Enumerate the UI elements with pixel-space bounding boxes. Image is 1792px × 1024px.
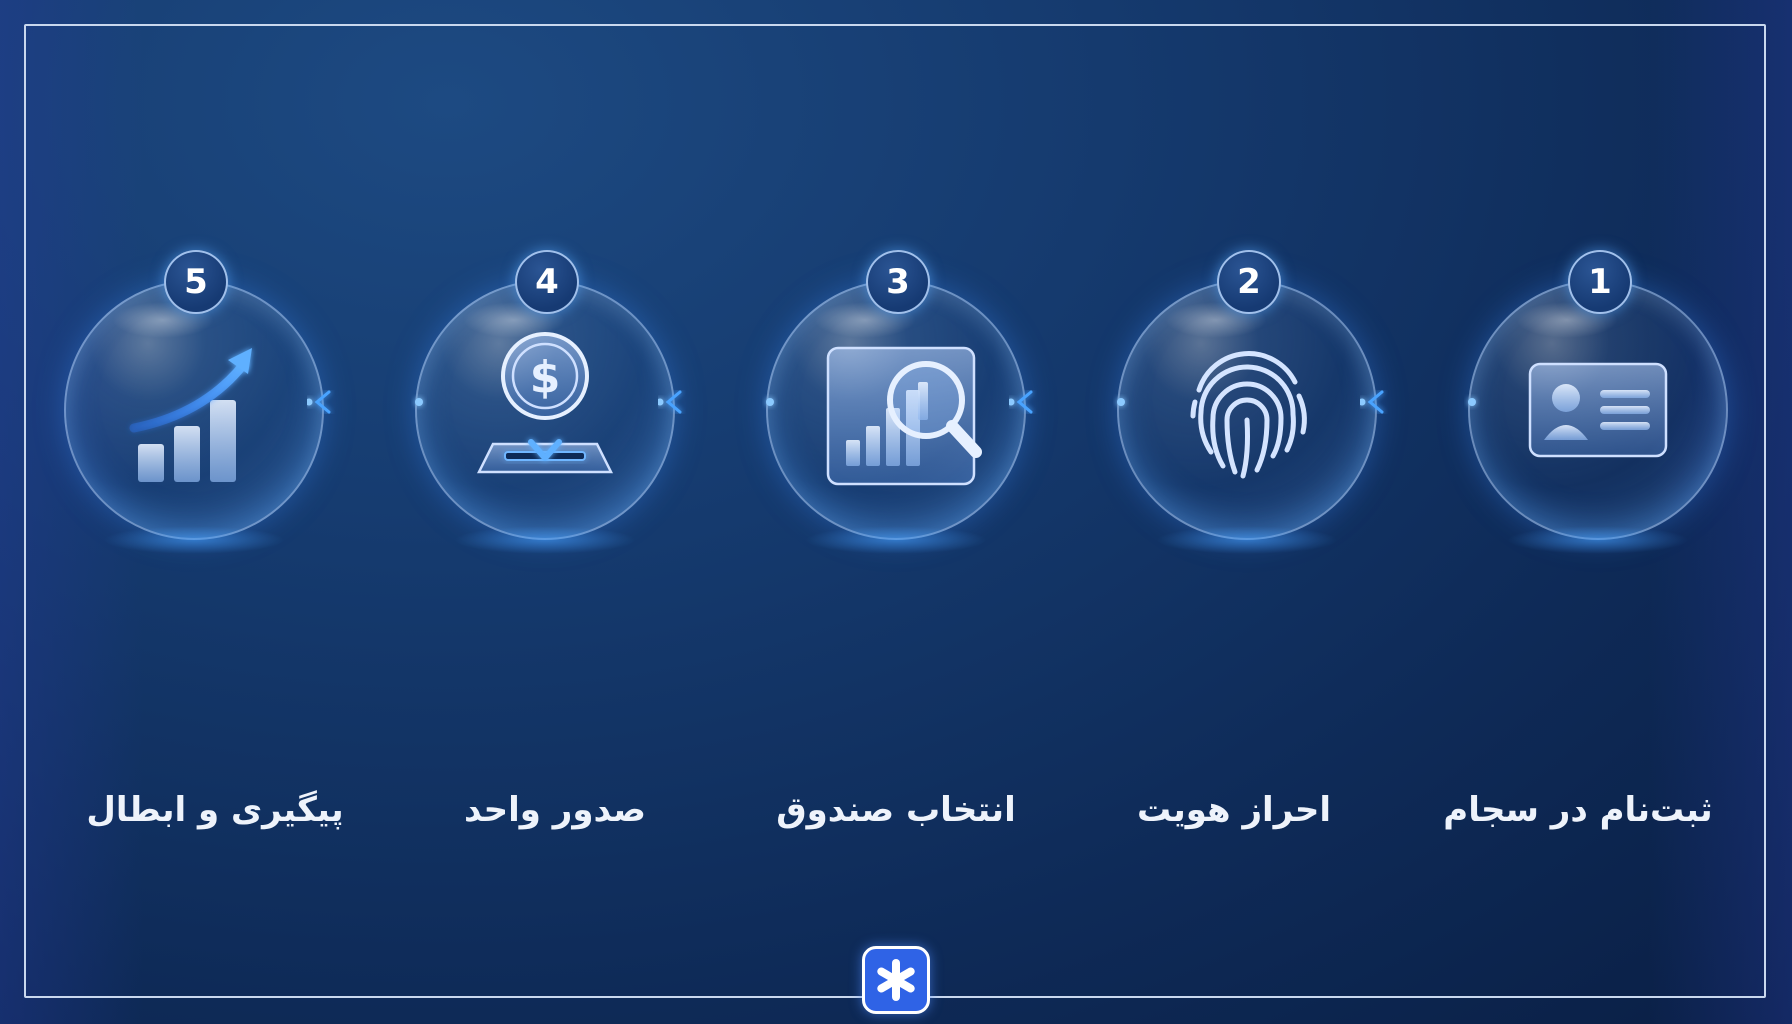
step-3-number: 3 <box>866 250 930 314</box>
step-4-glow <box>454 526 636 554</box>
step-3-glow <box>805 526 987 554</box>
connector-arrow-4-5 <box>307 390 423 414</box>
step-1-number: 1 <box>1568 250 1632 314</box>
growth-chart-icon <box>129 348 252 482</box>
connector-arrow-2-3 <box>1009 390 1125 414</box>
fingerprint-icon <box>1190 351 1307 479</box>
step-2-bubble <box>1117 280 1377 540</box>
asterisk-icon <box>877 959 915 1001</box>
step-4-label: صدور واحد <box>464 790 646 830</box>
coin-deposit-icon: $ <box>476 332 614 474</box>
step-1: 1 <box>1468 250 1728 554</box>
step-5-label: پیگیری و ابطال <box>86 790 344 830</box>
connector-arrow-3-4 <box>658 390 774 414</box>
step-3: 3 <box>766 250 1026 554</box>
step-5: 5 <box>64 250 324 554</box>
chart-magnifier-icon <box>826 346 982 486</box>
step-4-number: 4 <box>515 250 579 314</box>
step-1-glow <box>1507 526 1689 554</box>
step-5-glow <box>103 526 285 554</box>
step-2: 2 <box>1117 250 1377 554</box>
step-1-label: ثبت‌نام در سجام <box>1443 790 1713 830</box>
step-3-label: انتخاب صندوق <box>776 790 1016 830</box>
step-4: 4 $ <box>415 250 675 554</box>
connector-arrow-1-2 <box>1360 390 1476 414</box>
step-2-glow <box>1156 526 1338 554</box>
svg-text:$: $ <box>530 352 561 403</box>
step-5-number: 5 <box>164 250 228 314</box>
asterisk-logo-icon <box>862 946 930 1014</box>
id-card-icon <box>1528 362 1668 458</box>
step-2-number: 2 <box>1217 250 1281 314</box>
step-2-label: احراز هویت <box>1136 790 1332 830</box>
